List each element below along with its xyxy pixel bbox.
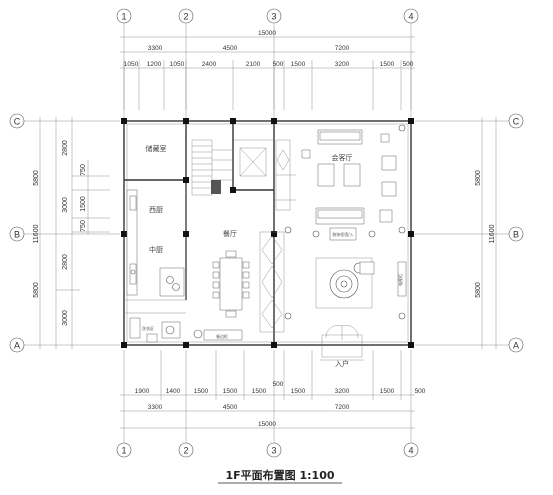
axis-top-1: 1 [121, 12, 126, 22]
dim-bot-r1-9: 500 [415, 388, 426, 395]
room-dining: 餐厅 [223, 229, 237, 238]
dim-left-outer-2: 5800 [33, 282, 40, 298]
dim-bot-r1-5: 500 [273, 381, 284, 388]
dim-top-r2-2: 1050 [170, 61, 185, 68]
dim-left-inner-2: 3000 [62, 197, 69, 213]
dim-top-r2-8: 1500 [380, 61, 395, 68]
structural-columns [121, 118, 414, 348]
dim-bot-r1-7: 3200 [335, 388, 350, 395]
dim-bot-r1-8: 1500 [380, 388, 395, 395]
axis-left-a: A [14, 341, 20, 351]
dim-bot-r1-3: 1500 [223, 388, 238, 395]
axis-left-b: B [14, 230, 20, 240]
axis-right-b: B [513, 230, 519, 240]
building-walls [123, 120, 412, 346]
dim-top-r2-6: 1500 [291, 61, 306, 68]
dim-right-outer-1: 5800 [475, 170, 482, 186]
axis-right-c: C [513, 117, 520, 127]
top-dimensions: 15000 3300 4500 7200 1050 1200 1050 2400… [120, 30, 415, 110]
axis-bottom-1: 1 [121, 446, 126, 456]
label-sideboard: 餐边柜 [216, 333, 228, 339]
right-axis-markers: C B A 5800 11600 5800 [415, 113, 524, 353]
corridor-strip [259, 139, 296, 333]
dim-top-r2-4: 2100 [246, 61, 261, 68]
bottom-axis-markers: 1 2 3 4 [116, 442, 419, 458]
kitchen-area [126, 189, 185, 343]
left-axis-markers: C B A 5800 11600 5800 2800 3000 2800 300… [9, 113, 120, 353]
label-laundry: 洗衣区 [142, 325, 154, 331]
dim-top-r1-c: 7200 [335, 45, 350, 52]
dim-top-r2-7: 3200 [335, 61, 350, 68]
dim-left-small-3: 750 [80, 220, 87, 232]
dim-right-outer-total: 11600 [489, 224, 496, 243]
living-room-furniture [284, 124, 407, 320]
axis-top-2: 2 [183, 12, 188, 22]
axis-right-a: A [513, 341, 519, 351]
room-living: 会客厅 [332, 153, 353, 162]
label-decor-wall: 装饰柜墙/入 [332, 231, 353, 237]
room-entrance: 入户 [335, 359, 349, 368]
dim-bot-r1-4: 1500 [252, 388, 267, 395]
dim-left-outer-1: 5800 [33, 170, 40, 186]
dim-top-r2-3: 2400 [202, 61, 217, 68]
dim-bot-total: 15000 [258, 421, 276, 428]
axis-top-3: 3 [271, 12, 276, 22]
dim-left-small-1: 750 [80, 164, 87, 176]
label-tv-cabinet: 电视柜 [397, 274, 403, 286]
axis-bottom-3: 3 [271, 446, 276, 456]
dim-left-outer-total: 11600 [33, 224, 40, 243]
dim-bot-r2-a: 3300 [148, 404, 163, 411]
dim-left-inner-4: 3000 [62, 310, 69, 326]
dim-top-r2-5: 500 [273, 61, 284, 68]
dim-bot-r1-2: 1500 [194, 388, 209, 395]
dim-left-inner-1: 2800 [62, 140, 69, 156]
dim-bot-r1-6: 1500 [291, 388, 306, 395]
dim-top-r2-0: 1050 [124, 61, 139, 68]
dim-bot-r1-0: 1900 [135, 388, 150, 395]
dim-left-inner-3: 2800 [62, 254, 69, 270]
staircase [191, 139, 267, 196]
axis-bottom-2: 2 [183, 446, 188, 456]
dim-top-r2-1: 1200 [147, 61, 162, 68]
dim-top-total: 15000 [258, 30, 276, 37]
axis-top-4: 4 [408, 12, 413, 22]
axis-left-c: C [14, 117, 21, 127]
dim-top-r1-b: 4500 [223, 45, 238, 52]
drawing-title: 1F平面布置图 1:100 [225, 468, 334, 482]
room-west-kitchen: 西厨 [149, 206, 163, 214]
dim-bot-r2-c: 7200 [335, 404, 350, 411]
dim-bot-r2-b: 4500 [223, 404, 238, 411]
dining-area [193, 250, 250, 341]
dim-top-r2-9: 500 [403, 61, 414, 68]
entrance [320, 325, 364, 361]
dim-bot-r1-1: 1400 [166, 388, 181, 395]
dim-top-r1-a: 3300 [148, 45, 163, 52]
dim-right-outer-2: 5800 [475, 282, 482, 298]
axis-bottom-4: 4 [408, 446, 413, 456]
room-storage: 储藏室 [146, 144, 167, 153]
dim-left-small-2: 1500 [80, 196, 87, 212]
room-chinese-kitchen: 中厨 [149, 245, 163, 254]
bottom-dimensions: 1900 1400 1500 1500 1500 500 1500 3200 1… [120, 350, 426, 443]
